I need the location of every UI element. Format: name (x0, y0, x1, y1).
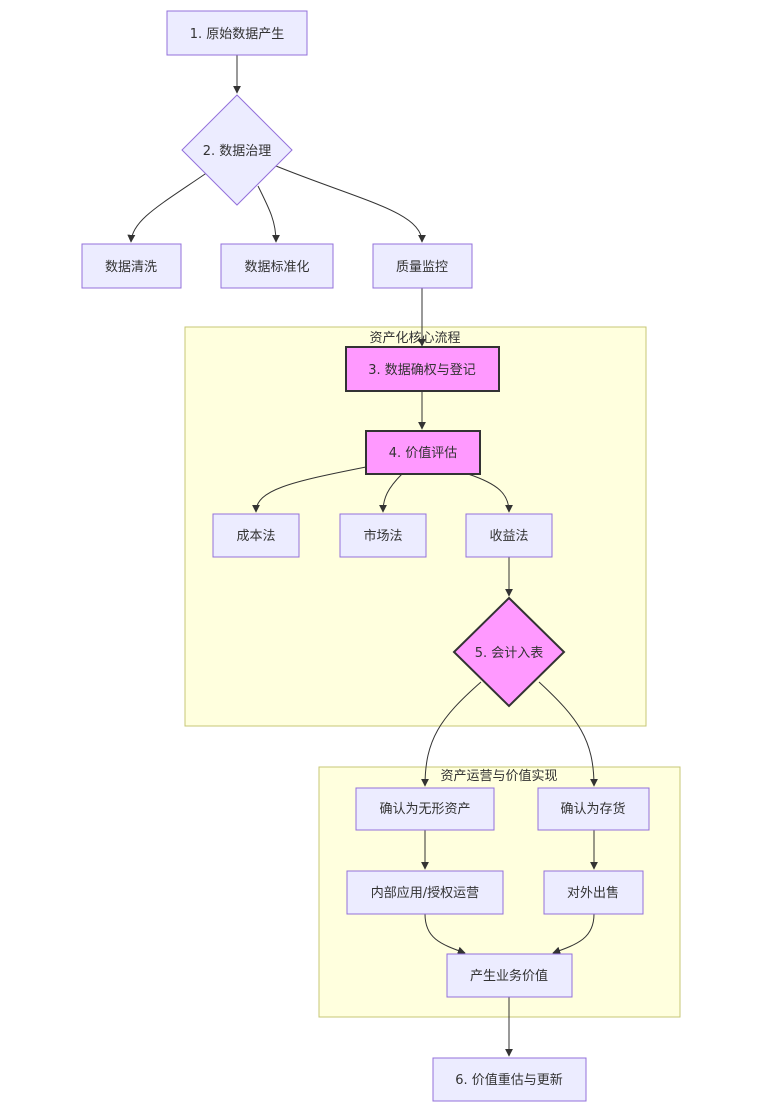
edge-n5-intangible (421, 681, 482, 787)
node-data-cleaning-label: 数据清洗 (105, 260, 157, 275)
node-market-method: 市场法 (339, 513, 427, 558)
node-data-governance: 2. 数据治理 (181, 94, 293, 206)
edge-n5-inventory (538, 681, 598, 787)
node-cost-method-label: 成本法 (236, 529, 275, 544)
node-data-cleaning: 数据清洗 (81, 243, 182, 289)
node-internal-operation-label: 内部应用/授权运营 (371, 885, 479, 901)
node-intangible-asset: 确认为无形资产 (355, 787, 495, 831)
node-accounting-entry-label: 5. 会计入表 (475, 646, 544, 661)
cluster-ops-label: 资产运营与价值实现 (440, 768, 557, 784)
node-cost-method: 成本法 (212, 513, 300, 558)
node-data-standardization: 数据标准化 (220, 243, 334, 289)
node-value-assessment-label: 4. 价值评估 (389, 445, 458, 461)
node-income-method: 收益法 (465, 513, 553, 558)
edge-internal-bizvalue (424, 913, 466, 955)
edge-external-bizvalue (552, 913, 595, 955)
node-revaluation-label: 6. 价值重估与更新 (455, 1072, 563, 1088)
edge-n2-quality (275, 165, 426, 243)
node-rights-registration-label: 3. 数据确权与登记 (368, 362, 476, 378)
edge-n2-standard (257, 185, 280, 243)
node-original-data-label: 1. 原始数据产生 (190, 27, 285, 42)
node-internal-operation: 内部应用/授权运营 (346, 870, 504, 915)
edge-n4-income (467, 473, 513, 513)
node-quality-monitoring: 质量监控 (372, 243, 473, 289)
cluster-core-label: 资产化核心流程 (369, 331, 460, 346)
node-data-standardization-label: 数据标准化 (244, 260, 309, 275)
node-quality-monitoring-label: 质量监控 (396, 260, 448, 275)
node-external-sale-label: 对外出售 (567, 885, 619, 901)
node-data-governance-label: 2. 数据治理 (203, 144, 272, 159)
node-original-data: 1. 原始数据产生 (166, 10, 308, 56)
node-business-value-label: 产生业务价值 (470, 968, 548, 984)
node-market-method-label: 市场法 (363, 528, 402, 544)
node-value-assessment: 4. 价值评估 (365, 430, 481, 475)
node-rights-registration: 3. 数据确权与登记 (345, 346, 500, 392)
node-intangible-asset-label: 确认为无形资产 (379, 802, 470, 817)
node-inventory-label: 确认为存货 (560, 801, 625, 817)
node-inventory: 确认为存货 (537, 787, 650, 831)
node-revaluation: 6. 价值重估与更新 (432, 1057, 587, 1102)
node-business-value: 产生业务价值 (446, 953, 573, 998)
edge-n2-clean (127, 171, 209, 243)
edge-n4-market (379, 473, 403, 513)
edge-n4-cost (252, 466, 367, 513)
edges (127, 55, 598, 1057)
node-income-method-label: 收益法 (489, 529, 528, 544)
node-accounting-entry: 5. 会计入表 (452, 596, 566, 708)
node-external-sale: 对外出售 (543, 870, 644, 915)
